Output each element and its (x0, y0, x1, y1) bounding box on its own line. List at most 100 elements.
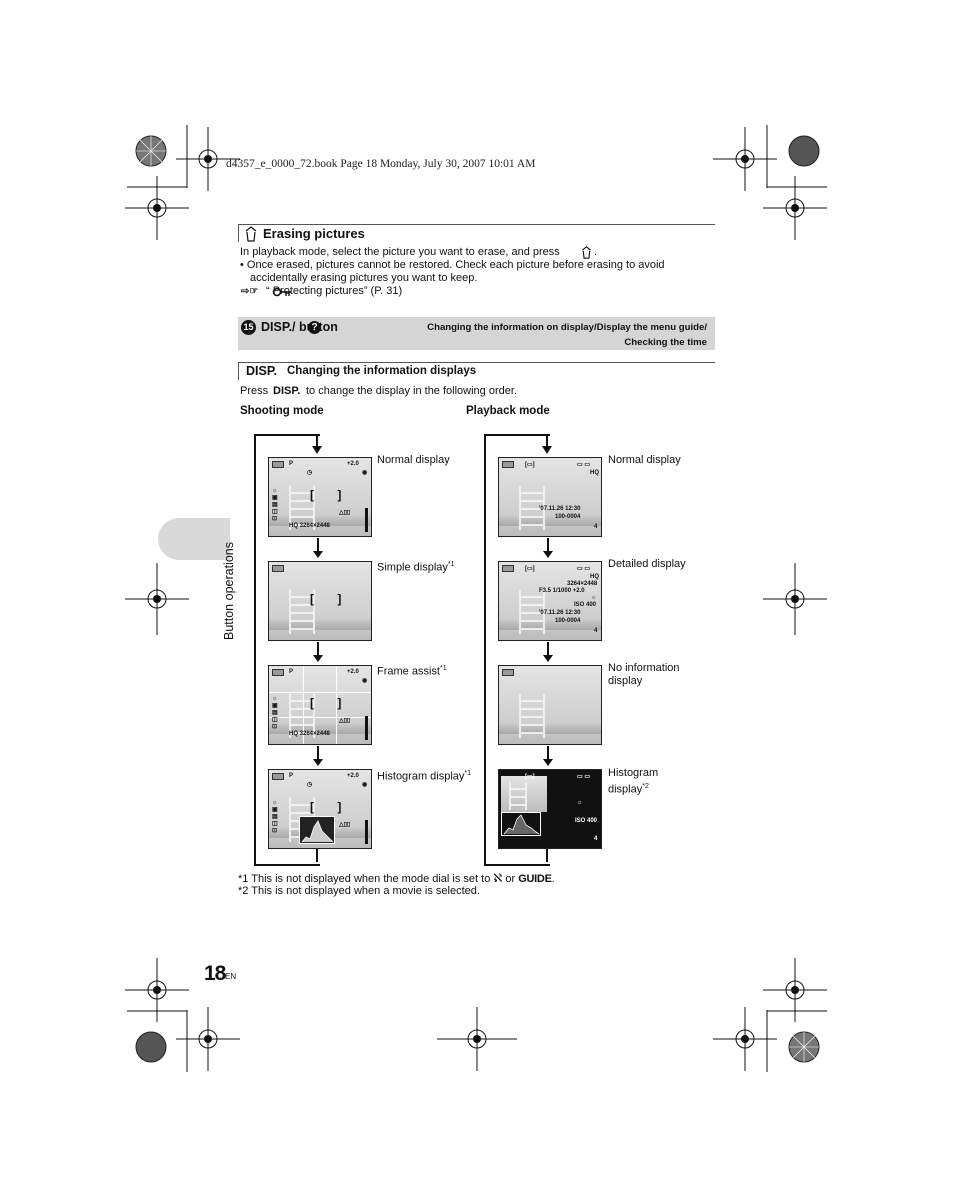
quality-readout: HQ 3264×2448 (289, 731, 330, 737)
disp-intro-a: Press (240, 385, 269, 397)
histogram-graph (299, 816, 335, 844)
exposure-readout: F3.5 1/1000 +2.0 (539, 588, 585, 594)
playback-screen-normal: [▭] ▭ ▭ HQ '07.11.26 12:30 100-0004 4 (498, 457, 602, 537)
shooting-label-2-text: Simple display (377, 561, 448, 574)
playback-cycle-rise (546, 846, 548, 862)
shooting-cycle-drop (316, 434, 318, 446)
section-number: 15 (241, 320, 256, 335)
shooting-label-3-text: Frame assist (377, 665, 440, 678)
shooting-screen-simple: [ ] (268, 561, 372, 641)
down-arrow (313, 642, 323, 662)
down-arrow (313, 538, 323, 558)
section-tab-label: Button operations (222, 542, 236, 640)
erase-reference: “ Protecting pictures” (P. 31) (266, 285, 403, 297)
period: . (594, 246, 598, 258)
side-icons: ☼▣▤◫⊡ (272, 488, 278, 522)
playback-label-4-text: Histogram display (608, 767, 659, 796)
print-icon: ▭ ▭ (577, 566, 591, 572)
playback-screen-histogram: [▭] ▭ ▭ ☼ ISO 400 4 (498, 769, 602, 849)
guide-label: GUIDE (518, 873, 552, 885)
date-readout: '07.11.26 12:30 (539, 506, 581, 512)
footnote-ref: *1 (439, 665, 447, 672)
erase-title: Erasing pictures (263, 226, 365, 241)
footnote-ref: *1 (447, 561, 455, 568)
down-arrow (543, 642, 553, 662)
iso-readout: ISO 400 (575, 818, 598, 824)
shooting-cycle-line (254, 434, 320, 866)
shooting-label-3: Frame assist*1 (377, 662, 447, 679)
page-number: 18 (204, 962, 226, 985)
print-icon: ▭ ▭ (577, 462, 591, 468)
date-readout: '07.11.26 12:30 (539, 610, 581, 616)
memory-icon: △▯▯ (339, 822, 351, 828)
side-icons: ☼▣▤◫⊡ (272, 696, 278, 730)
erase-bullet-cont: accidentally erasing pictures you want t… (250, 272, 478, 284)
quality-readout: HQ 3264×2448 (289, 523, 330, 529)
footnote-1: *1 This is not displayed when the mode d… (238, 871, 555, 885)
playback-label-2: Detailed display (608, 558, 686, 570)
footnote-2: *2 This is not displayed when a movie is… (238, 885, 480, 897)
thumbnail-image (501, 776, 547, 812)
band-title: DISP./ button (261, 320, 338, 334)
frame-number: 4 (594, 628, 598, 634)
mode-p: P (289, 461, 294, 467)
timer-icon: ◷ (307, 782, 313, 788)
print-header: d4357_e_0000_72.book Page 18 Monday, Jul… (226, 158, 536, 170)
down-arrow (543, 746, 553, 766)
reference-icon: ⇨☞ (241, 286, 259, 297)
flash-icon: ◉ (362, 470, 368, 476)
shooting-label-4-text: Histogram display (377, 770, 465, 783)
playback-heading: Playback mode (466, 405, 550, 417)
card-icon: [▭] (525, 566, 535, 572)
iso-readout: ISO 400 (574, 602, 597, 608)
ev-value: +2.0 (347, 669, 359, 675)
footnote-1-or: or (505, 873, 516, 885)
section-tab (158, 518, 230, 560)
hq-label: HQ (590, 470, 599, 476)
frame-number: 4 (594, 524, 598, 530)
flash-icon: ◉ (362, 782, 368, 788)
frame-number: 4 (594, 836, 598, 842)
hq-label: HQ (590, 574, 599, 580)
playback-cycle-drop (546, 434, 548, 446)
trash-icon (245, 226, 257, 242)
shooting-screen-normal: P +2.0 ◷ ◉ ☼▣▤◫⊡ [ ] △▯▯ HQ 3264×2448 (268, 457, 372, 537)
card-icon: [▭] (525, 462, 535, 468)
trash-icon-inline (582, 246, 591, 259)
ev-value: +2.0 (347, 461, 359, 467)
disp-section-rule (238, 362, 715, 380)
timer-icon: ◷ (307, 470, 313, 476)
playback-cycle-line (484, 434, 550, 866)
memory-icon: △▯▯ (339, 718, 351, 724)
playback-label-1: Normal display (608, 454, 681, 466)
ev-value: +2.0 (347, 773, 359, 779)
band-description-2: Checking the time (624, 337, 707, 348)
memory-icon: △▯▯ (339, 510, 351, 516)
shooting-cycle-rise (316, 846, 318, 862)
page-language: EN (225, 972, 237, 981)
size-readout: 3264×2448 (567, 581, 598, 587)
shooting-screen-histogram: P +2.0 ◷ ◉ ☼▣▤◫⊡ [ ] △▯▯ (268, 769, 372, 849)
shooting-cycle-arrowhead (312, 446, 322, 454)
shooting-label-4: Histogram display*1 (377, 767, 471, 784)
playback-cycle-arrowhead (542, 446, 552, 454)
disp-intro-b: DISP. (273, 385, 301, 397)
shooting-screen-frame-assist: P +2.0 ◉ ☼▣▤◫⊡ [ ] △▯▯ HQ 3264×2448 (268, 665, 372, 745)
file-readout: 100-0004 (555, 514, 581, 520)
mode-p: P (289, 773, 294, 779)
footnote-ref: *1 (464, 770, 472, 777)
playback-label-4: Histogram display*2 (608, 767, 678, 797)
playback-screen-detailed: [▭] ▭ ▭ HQ 3264×2448 F3.5 1/1000 +2.0 ☼ … (498, 561, 602, 641)
wb-icon: ☼ (577, 800, 583, 806)
card-icon: [▭] (525, 774, 535, 780)
band-description-1: Changing the information on display/Disp… (427, 322, 707, 333)
playback-screen-no-info (498, 665, 602, 745)
erase-text: In playback mode, select the picture you… (240, 246, 560, 258)
playback-label-3: No information display (608, 662, 680, 687)
down-arrow (313, 746, 323, 766)
shooting-heading: Shooting mode (240, 405, 324, 417)
wb-icon: ☼ (591, 595, 597, 601)
erase-bullet: • Once erased, pictures cannot be restor… (240, 259, 665, 271)
movie-icon: ℵ (493, 871, 503, 885)
